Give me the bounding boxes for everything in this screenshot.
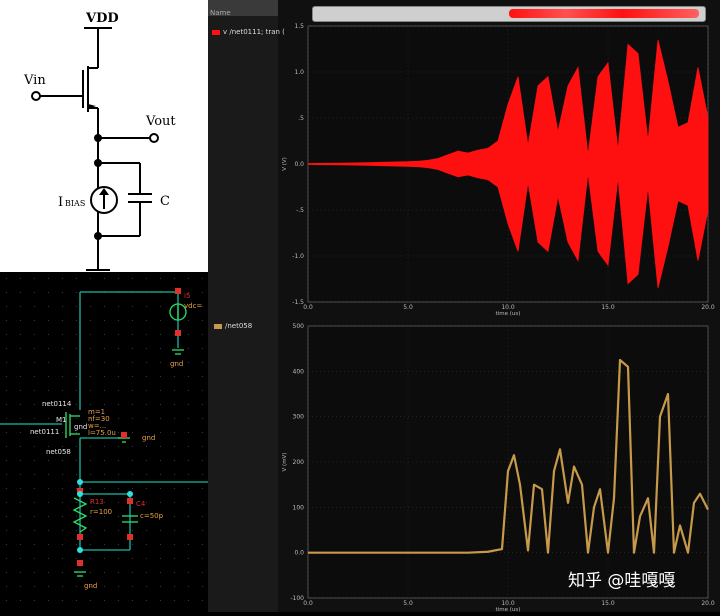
y-tick-label: 200 — [293, 459, 305, 466]
wave1-legend-label: v /net0111; tran ( — [223, 28, 285, 36]
y-axis-label: V (mV) — [282, 453, 288, 472]
x-tick-label: 20.0 — [701, 600, 715, 607]
wave1-legend[interactable]: v /net0111; tran ( — [212, 28, 285, 36]
y-tick-label: 1.0 — [294, 69, 304, 76]
y-tick-label: -1.5 — [292, 299, 304, 306]
overview-scrollbar-thumb[interactable] — [509, 9, 699, 18]
ibias-label: I — [58, 195, 63, 210]
gnd-side-label: gnd — [142, 434, 155, 442]
wave2-legend-label: /net058 — [225, 322, 253, 330]
res-value: r=100 — [90, 508, 112, 516]
cap-name: C4 — [136, 500, 146, 508]
cap-label: C — [160, 194, 170, 209]
y-tick-label: 300 — [293, 414, 305, 421]
virtuoso-schematic-svg: i5 vdc= gnd net0114 net0111 net058 M1 m=… — [0, 278, 208, 601]
vout-label: Vout — [145, 114, 176, 129]
y-tick-label: .5 — [298, 115, 304, 122]
vdd-label: VDD — [85, 11, 119, 26]
vin-label: Vin — [23, 73, 46, 88]
mos-name: M1 — [56, 416, 67, 424]
res-name: R13 — [90, 498, 104, 506]
virtuoso-schematic: i5 vdc= gnd net0114 net0111 net058 M1 m=… — [0, 272, 208, 612]
net-bottom-label: net058 — [46, 448, 71, 456]
cap-value: c=50p — [140, 512, 164, 520]
mos-param-3: l=75.0u — [88, 429, 116, 437]
y-tick-label: 1.5 — [294, 23, 304, 30]
x-axis-label: time (us) — [496, 607, 521, 612]
mos-param-1: nf=30 — [88, 415, 110, 423]
y-tick-label: 0.0 — [294, 161, 304, 168]
ibias-subscript: BIAS — [65, 199, 85, 208]
wave1-swatch — [212, 29, 220, 35]
mos-param-2: w=... — [88, 422, 106, 430]
y-tick-label: 0.0 — [294, 550, 304, 557]
y-tick-label: -100 — [290, 595, 304, 602]
mos-param-0: m=1 — [88, 408, 105, 416]
x-tick-label: 15.0 — [601, 304, 615, 311]
y-tick-label: -1.0 — [292, 253, 304, 260]
overview-scrollbar[interactable] — [312, 6, 706, 22]
x-tick-label: 20.0 — [701, 304, 715, 311]
x-tick-label: 10.0 — [501, 600, 515, 607]
legend-panel — [208, 16, 278, 612]
gnd-top-label: gnd — [170, 360, 183, 368]
textbook-schematic: VDD Vin Vout I BIAS C — [0, 0, 208, 272]
x-axis-label: time (us) — [496, 311, 521, 316]
wave2-swatch — [214, 323, 222, 329]
net-top-label: net0114 — [42, 400, 72, 408]
y-tick-label: 500 — [293, 323, 305, 330]
waveform-viewer: Name v /net0111; tran ( /net058 1.5 1.0 .5… — [208, 0, 720, 612]
gnd-bottom-label: gnd — [84, 582, 97, 590]
x-tick-label: 5.0 — [403, 600, 413, 607]
textbook-schematic-svg: VDD Vin Vout I BIAS C — [23, 11, 176, 271]
wave2-legend[interactable]: /net058 — [214, 322, 252, 330]
x-tick-label: 5.0 — [403, 304, 413, 311]
y-axis-label: V (V) — [282, 157, 288, 171]
y-tick-label: 100 — [293, 504, 305, 511]
mos-gnd-label: gnd — [74, 423, 87, 431]
source-label: i5 — [184, 292, 190, 300]
y-tick-label: -.5 — [296, 207, 304, 214]
x-tick-label: 0.0 — [303, 600, 313, 607]
watermark: 知乎 @哇嘎嘎 — [568, 571, 676, 591]
x-tick-label: 15.0 — [601, 600, 615, 607]
x-tick-label: 10.0 — [501, 304, 515, 311]
viewer-tab[interactable]: Name — [208, 0, 278, 17]
y-tick-label: 400 — [293, 368, 305, 375]
source-type: vdc= — [184, 302, 202, 310]
x-tick-label: 0.0 — [303, 304, 313, 311]
viewer-tab-label: Name — [210, 9, 231, 17]
wave2-line — [308, 358, 709, 554]
net-gate-label: net0111 — [30, 428, 59, 436]
